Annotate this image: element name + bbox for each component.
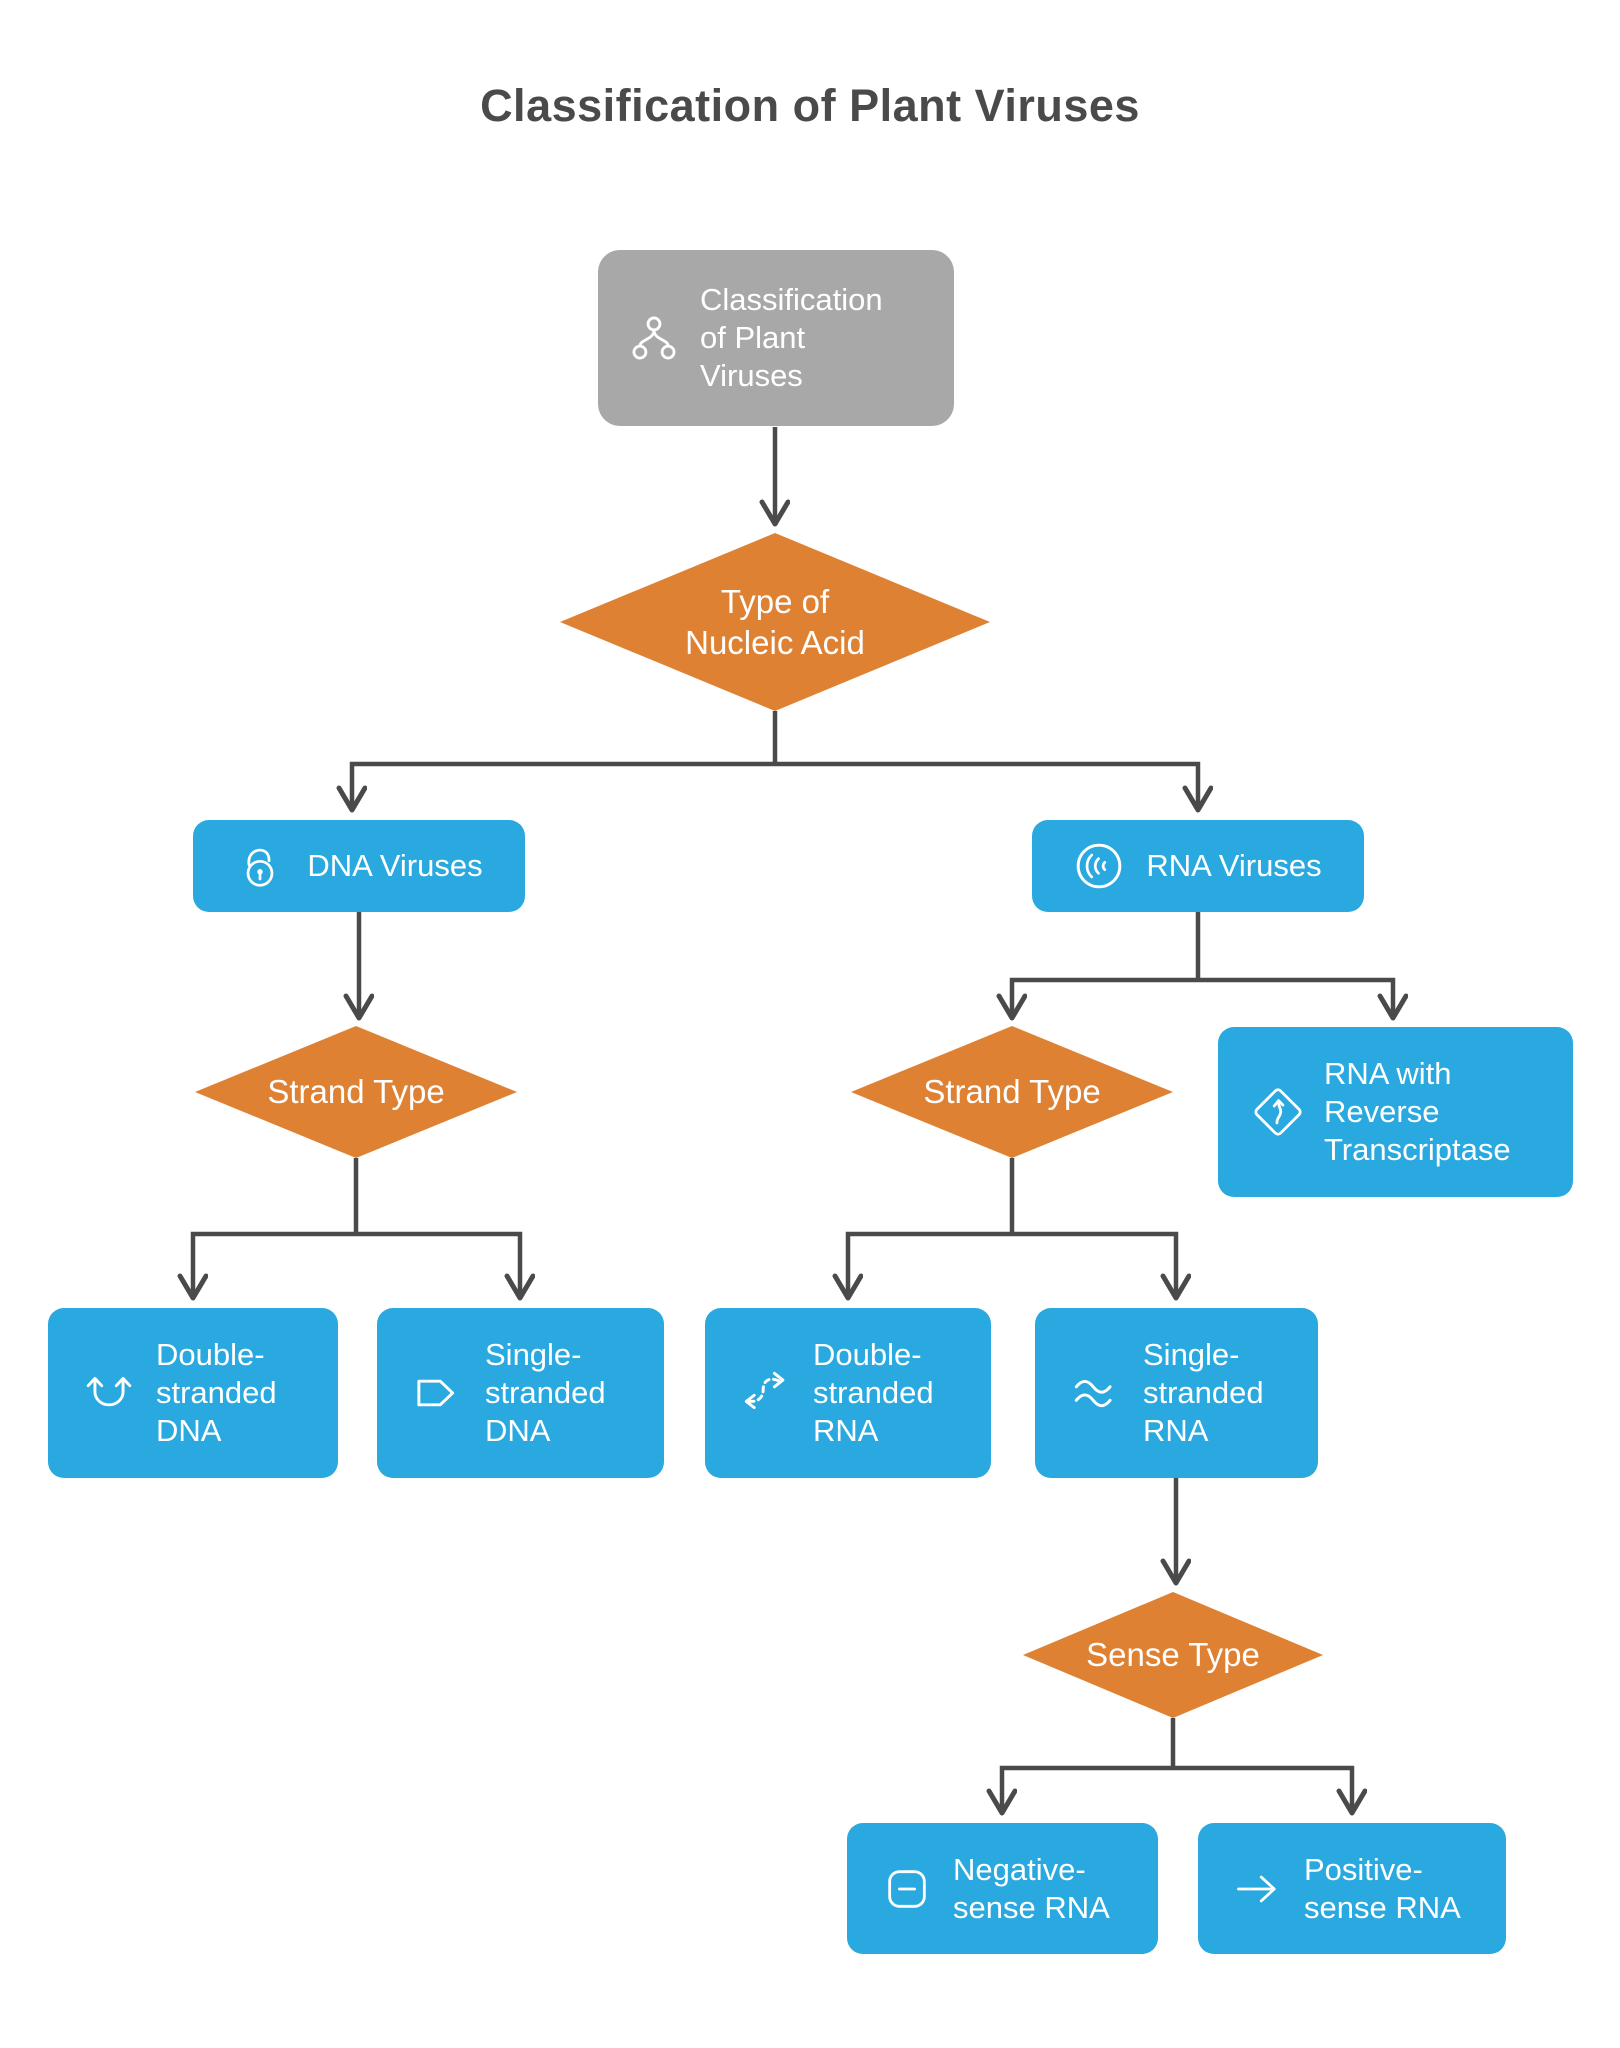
node-negative-sense-rna: Negative- sense RNA: [847, 1823, 1158, 1954]
node-strand-type-rna-decision: Strand Type: [851, 1026, 1173, 1158]
node-sense-type-decision: Sense Type: [1023, 1592, 1323, 1718]
node-label: RNA with Reverse Transcriptase: [1324, 1056, 1511, 1167]
node-single-stranded-dna: Single- stranded DNA: [377, 1308, 664, 1478]
node-label: Positive- sense RNA: [1304, 1851, 1461, 1925]
node-label: Single- stranded DNA: [485, 1337, 606, 1448]
node-label: Sense Type: [1086, 1636, 1260, 1674]
broadcast-icon: [1077, 843, 1122, 889]
node-double-stranded-dna: Double- stranded DNA: [48, 1308, 338, 1478]
page-title: Classification of Plant Viruses: [480, 80, 1140, 131]
minus-square-icon: [888, 1869, 926, 1908]
node-label: Strand Type: [267, 1073, 445, 1111]
node-label: DNA Viruses: [307, 848, 483, 884]
node-positive-sense-rna: Positive- sense RNA: [1198, 1823, 1506, 1954]
node-label: Type of Nucleic Acid: [685, 582, 865, 661]
node-strand-type-dna-decision: Strand Type: [195, 1026, 517, 1158]
node-label: Double- stranded DNA: [156, 1337, 277, 1448]
node-root: Classification of Plant Viruses: [598, 250, 954, 426]
node-label: Classification of Plant Viruses: [700, 282, 883, 393]
node-rna-reverse-transcriptase: RNA with Reverse Transcriptase: [1218, 1027, 1573, 1197]
node-dna-viruses: DNA Viruses: [193, 820, 525, 912]
node-label: Negative- sense RNA: [953, 1851, 1110, 1925]
node-single-stranded-rna: Single- stranded RNA: [1035, 1308, 1318, 1478]
waves-icon: [1074, 1380, 1112, 1408]
hierarchy-icon: [632, 316, 676, 360]
node-rna-viruses: RNA Viruses: [1032, 820, 1364, 912]
node-label: Strand Type: [923, 1073, 1101, 1111]
unlock-icon: [247, 848, 274, 887]
node-label: Double- stranded RNA: [813, 1337, 934, 1448]
arrow-right-icon: [1237, 1875, 1276, 1902]
tag-pentagon-icon: [417, 1379, 455, 1407]
node-label: Single- stranded RNA: [1143, 1337, 1264, 1448]
u-turn-arrows-icon: [86, 1376, 132, 1407]
turn-sign-icon: [1254, 1088, 1302, 1136]
node-label: RNA Viruses: [1146, 848, 1322, 884]
node-double-stranded-rna: Double- stranded RNA: [705, 1308, 991, 1478]
node-nucleic-acid-decision: Type of Nucleic Acid: [560, 533, 990, 711]
dashed-s-arrow-icon: [744, 1371, 785, 1410]
